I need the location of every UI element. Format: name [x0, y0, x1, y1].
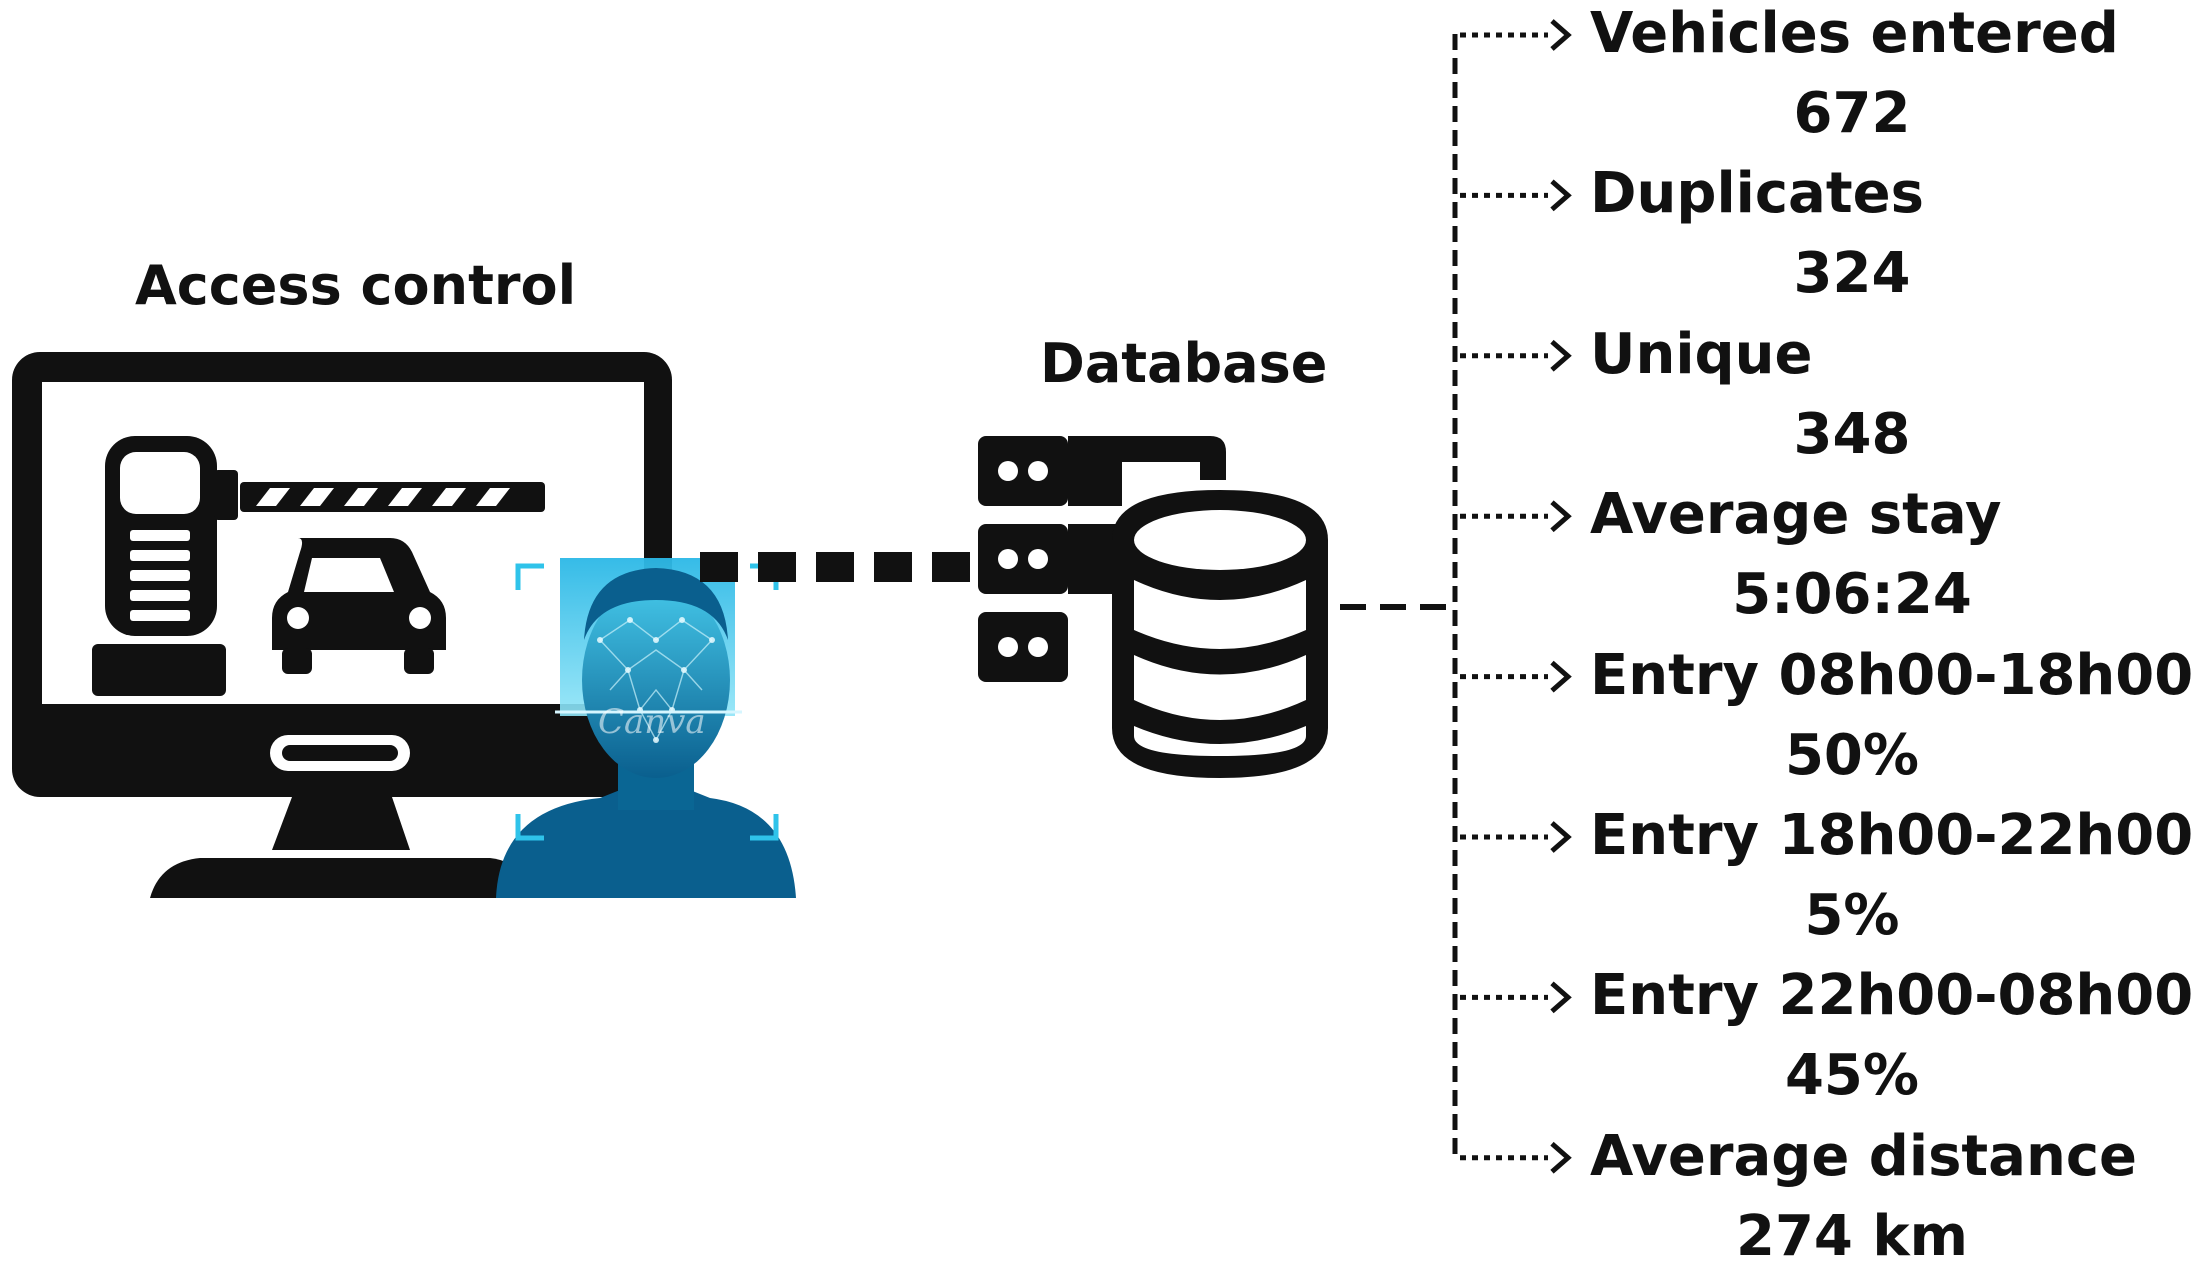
- link-monitor-database: [700, 552, 970, 582]
- server-rack-icon: [978, 436, 1226, 682]
- tree-branches: [1460, 19, 1572, 1174]
- access-control-title: Access control: [135, 254, 577, 317]
- arrowhead-icon: [1550, 1141, 1572, 1174]
- metric-name: Average stay: [1590, 482, 2002, 548]
- metric-value: 5:06:24: [1732, 562, 1972, 628]
- metric-value: 324: [1793, 241, 1911, 307]
- arrowhead-icon: [1550, 339, 1572, 372]
- car-icon: [272, 538, 446, 674]
- face-scan-icon: [496, 558, 796, 898]
- diagram-canvas: [12, 19, 1572, 1174]
- toll-barrier-icon: [92, 436, 545, 696]
- arrowhead-icon: [1550, 981, 1572, 1014]
- metric-value: 348: [1793, 401, 1911, 467]
- metric-name: Vehicles entered: [1590, 1, 2119, 66]
- metric-name: Entry 22h00-08h00: [1590, 963, 2193, 1029]
- metric-name: Duplicates: [1590, 161, 1924, 227]
- metric-value: 50%: [1784, 722, 1920, 788]
- metric-value: 45%: [1784, 1043, 1920, 1109]
- metric-name: Entry 18h00-22h00: [1590, 803, 2193, 868]
- arrowhead-icon: [1550, 179, 1572, 212]
- arrowhead-icon: [1550, 500, 1572, 533]
- arrowhead-icon: [1550, 821, 1572, 853]
- metric-value: 672: [1793, 81, 1911, 146]
- arrowhead-icon: [1550, 660, 1572, 693]
- metric-name: Average distance: [1590, 1123, 2138, 1189]
- metric-name: Entry 08h00-18h00: [1590, 642, 2193, 708]
- metric-value: 274 km: [1736, 1203, 1968, 1269]
- arrowhead-icon: [1550, 19, 1572, 51]
- metric-value: 5%: [1804, 883, 1900, 948]
- database-cylinder-icon: [1112, 490, 1328, 778]
- database-title: Database: [1040, 332, 1328, 395]
- metric-name: Unique: [1590, 321, 1813, 387]
- canva-watermark: Canva: [598, 702, 706, 742]
